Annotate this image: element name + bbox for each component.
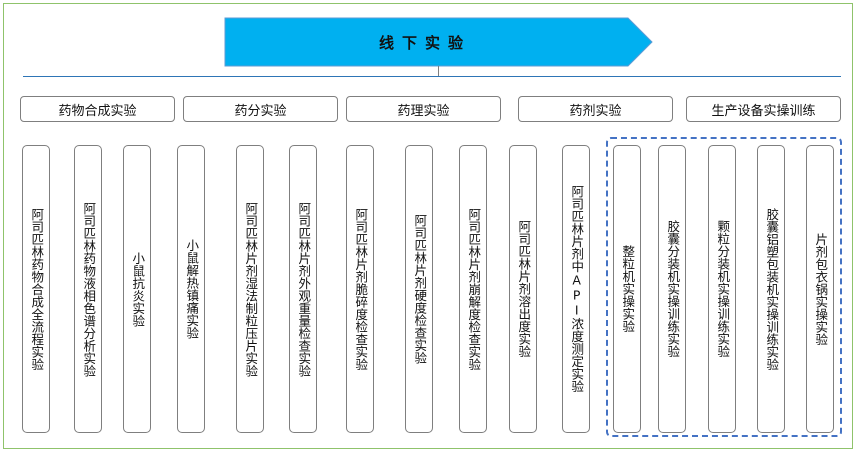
experiment-label: 小鼠解热镇痛实验 [184,239,200,339]
experiment-label: 胶囊分装机实操训练实验 [665,220,681,358]
banner-arrow [224,17,653,67]
experiment-box: 阿司匹林片剂溶出度实验 [509,145,537,433]
experiment-box: 阿司匹林片剂外观重量检查实验 [289,145,317,433]
experiment-box: 片剂包衣锅实操实验 [806,145,834,433]
experiment-label: 阿司匹林片剂湿法制粒压片实验 [243,201,259,377]
banner-title: 线下实验 [378,34,471,52]
experiment-box: 胶囊分装机实操训练实验 [658,145,686,433]
experiment-label: 小鼠抗炎实验 [130,251,146,327]
experiment-box: 阿司匹林片剂硬度检查实验 [405,145,433,433]
production-training-group [606,137,842,437]
experiment-label: 整粒机实操实验 [620,245,636,333]
experiment-box: 阿司匹林片剂脆碎度检查实验 [346,145,374,433]
experiment-label: 阿司匹林片剂脆碎度检查实验 [353,207,369,371]
experiment-label: 阿司匹林片剂硬度检查实验 [412,214,428,364]
experiment-label: 阿司匹林片剂外观重量检查实验 [296,201,312,377]
category-production-equipment: 生产设备实操训练 [686,96,841,122]
experiment-label: 阿司匹林片剂中API浓度测定实验 [569,185,585,393]
experiment-label: 阿司匹林片剂崩解度检查实验 [466,207,482,371]
experiment-box: 小鼠解热镇痛实验 [177,145,205,433]
category-drug-analysis: 药分实验 [183,96,338,122]
experiment-box: 颗粒分装机实操训练实验 [708,145,736,433]
experiment-box: 阿司匹林片剂崩解度检查实验 [459,145,487,433]
diagram-frame [3,3,853,449]
banner-arrow-shape [224,17,653,67]
experiment-box: 阿司匹林片剂中API浓度测定实验 [562,145,590,433]
experiment-box: 阿司匹林药物合成全流程实验 [22,145,50,433]
experiment-label: 阿司匹林药物液相色谱分析实验 [81,201,97,377]
category-drug-synthesis: 药物合成实验 [20,96,175,122]
experiment-box: 胶囊铝塑包装机实操训练实验 [757,145,785,433]
experiment-label: 胶囊铝塑包装机实操训练实验 [764,207,780,371]
category-connector-line [23,76,841,77]
experiment-box: 阿司匹林片剂湿法制粒压片实验 [236,145,264,433]
experiment-box: 阿司匹林药物液相色谱分析实验 [74,145,102,433]
experiment-box: 小鼠抗炎实验 [123,145,151,433]
category-pharmacology: 药理实验 [346,96,501,122]
experiment-label: 片剂包衣锅实操实验 [813,232,829,346]
experiment-label: 阿司匹林片剂溶出度实验 [516,220,532,358]
category-pharmaceutics: 药剂实验 [518,96,673,122]
experiment-label: 阿司匹林药物合成全流程实验 [29,207,45,371]
experiment-label: 颗粒分装机实操训练实验 [715,220,731,358]
banner-connector [438,66,439,76]
experiment-box: 整粒机实操实验 [613,145,641,433]
